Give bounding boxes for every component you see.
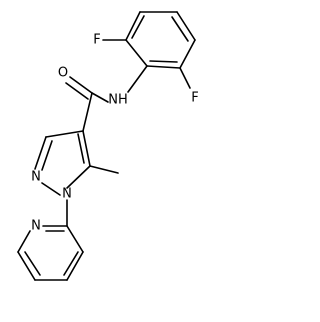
bond — [24, 251, 41, 276]
atom-nh: NH — [108, 93, 128, 108]
atom-f-bottom: F — [191, 91, 198, 106]
bond-c-f-bottom — [179, 67, 191, 89]
bond — [45, 130, 84, 138]
bond — [146, 65, 181, 69]
bond — [66, 251, 84, 281]
bond — [63, 251, 79, 276]
bond — [17, 251, 36, 281]
bond — [179, 39, 196, 69]
bond-methyl — [89, 165, 119, 174]
bond — [149, 60, 178, 63]
bond — [34, 136, 47, 170]
atom-o: O — [58, 66, 68, 81]
bond — [125, 11, 141, 41]
difluorophenyl-ring — [125, 11, 196, 69]
atom-f-top: F — [93, 33, 100, 48]
pyrazole-ring — [34, 130, 91, 196]
bond — [66, 225, 84, 253]
structure-drawing: F F NH O N N N — [17, 11, 199, 281]
bond-carbonyl-c4 — [82, 92, 93, 132]
bond — [125, 39, 148, 67]
atom-n-pyrazole-2: N — [31, 170, 41, 185]
bond — [176, 11, 196, 41]
bond — [77, 133, 85, 164]
bond — [41, 182, 61, 196]
bond-carbonyl-o-double — [65, 82, 89, 100]
bond — [131, 15, 145, 39]
bond — [66, 165, 91, 189]
atom-n-pyridine: N — [31, 219, 41, 234]
bond — [171, 16, 189, 42]
bond-carbonyl-o — [69, 76, 93, 94]
atom-n-pyrazole-1: N — [62, 187, 72, 202]
pyridine-ring — [17, 225, 84, 281]
bond-n-carbonyl — [91, 92, 109, 103]
bond-aryl-n — [127, 65, 148, 93]
bond — [17, 230, 31, 253]
bond — [41, 140, 53, 171]
bond — [82, 130, 91, 167]
molecule-diagram: F F NH O N N N — [17, 11, 199, 281]
